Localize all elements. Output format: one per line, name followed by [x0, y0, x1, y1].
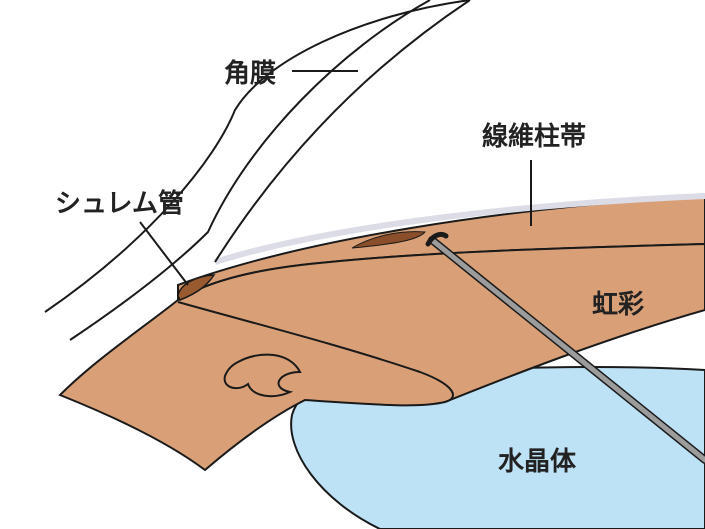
label-schlemm-canal: シュレム管 [55, 189, 184, 219]
iris-shape [58, 242, 705, 472]
label-lens: 水晶体 [498, 447, 577, 477]
meshwork-top-edge [214, 193, 705, 265]
cornea-inner-endothelium [214, 0, 471, 263]
schlemm-leader-line [139, 221, 189, 286]
iris-fold-line [177, 301, 454, 403]
probe-hook [425, 231, 449, 247]
schlemm-canal-shape [177, 274, 216, 301]
label-cornea: 角膜 [224, 58, 276, 89]
cornea-inner-line [69, 0, 431, 341]
label-trabecular-meshwork: 線維柱帯 [482, 121, 586, 152]
probe-shaft-fill [429, 237, 705, 463]
label-iris: 虹彩 [592, 290, 644, 320]
probe-tip-deposit [351, 231, 427, 249]
cornea-outer-line [44, 0, 471, 313]
ciliary-process-fold [223, 353, 302, 398]
